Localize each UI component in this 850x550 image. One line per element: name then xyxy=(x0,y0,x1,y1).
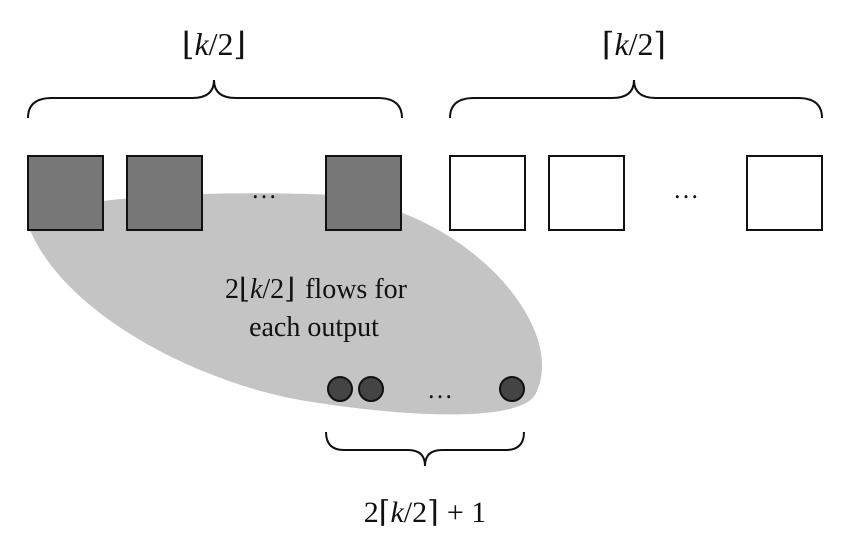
outputs-over-two: /2 xyxy=(404,496,427,529)
left-group-floor-open: ⌊ xyxy=(182,26,194,62)
right-group-ceil-close: ⌉ xyxy=(654,26,666,62)
empty-square-3 xyxy=(746,155,823,231)
outputs-brace xyxy=(325,431,525,467)
outputs-ceil-close: ⌉ xyxy=(427,496,439,529)
flows-two: 2 xyxy=(225,274,239,305)
left-group-brace xyxy=(27,79,403,119)
left-group-ellipsis: … xyxy=(251,175,277,204)
flows-label-line-1: 2⌊k/2⌋ flows for xyxy=(225,274,408,305)
flow-region xyxy=(28,193,543,415)
flows-floor-open: ⌊ xyxy=(239,274,250,305)
right-group-label: ⌈k/2⌉ xyxy=(602,26,666,62)
output-dot-1 xyxy=(327,376,353,402)
left-group-k: k xyxy=(194,26,209,62)
right-group-ellipsis: … xyxy=(673,175,699,204)
filled-square-1 xyxy=(27,155,104,231)
flows-tail: flows for xyxy=(305,274,408,305)
outputs-k: k xyxy=(390,496,404,529)
empty-square-2 xyxy=(548,155,625,231)
filled-square-3 xyxy=(325,155,402,231)
left-group-over-two: /2 xyxy=(209,26,234,62)
flows-over-two: /2 xyxy=(262,274,284,305)
left-group-floor-close: ⌋ xyxy=(234,26,246,62)
output-dot-2 xyxy=(358,376,384,402)
right-group-brace xyxy=(449,79,823,119)
outputs-count-label: 2⌈k/2⌉+ 1 xyxy=(364,496,487,529)
left-group-label: ⌊k/2⌋ xyxy=(182,26,246,62)
empty-square-1 xyxy=(449,155,526,231)
flows-label-line-2: each output xyxy=(249,312,379,343)
right-group-ceil-open: ⌈ xyxy=(602,26,614,62)
output-dot-3 xyxy=(499,376,525,402)
filled-square-2 xyxy=(126,155,203,231)
outputs-two: 2 xyxy=(364,496,379,529)
flows-floor-close: ⌋ xyxy=(284,274,295,305)
right-group-k: k xyxy=(614,26,629,62)
outputs-tail: + 1 xyxy=(447,496,486,529)
flows-k: k xyxy=(250,274,263,305)
right-group-over-two: /2 xyxy=(629,26,654,62)
outputs-ceil-open: ⌈ xyxy=(379,496,391,529)
outputs-ellipsis: … xyxy=(427,375,453,404)
